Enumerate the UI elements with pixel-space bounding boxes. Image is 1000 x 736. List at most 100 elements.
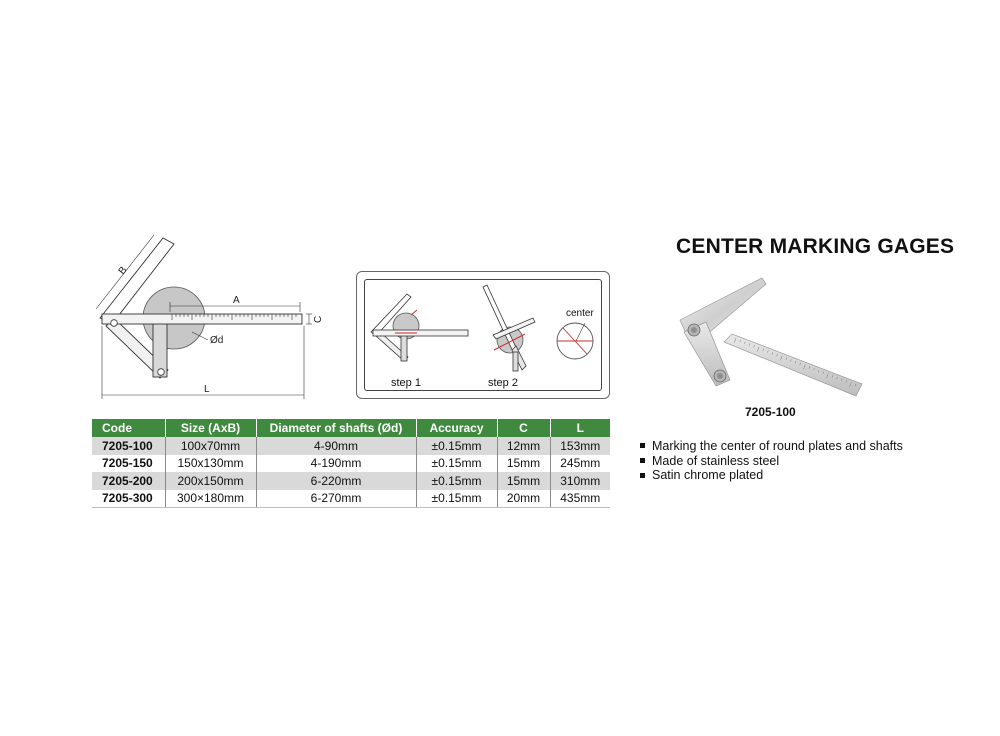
- step2-label: step 2: [488, 377, 518, 389]
- photo-ruler-tick: [762, 348, 764, 352]
- cell-code: 7205-200: [92, 472, 165, 490]
- photo-ruler-tick: [790, 359, 792, 362]
- cell-size: 300×180mm: [164, 489, 256, 508]
- photo-ruler-tick: [808, 366, 811, 369]
- photo-ruler-tick: [757, 346, 760, 352]
- dimension-drawing: B A C Ød L: [95, 234, 324, 399]
- photo-ruler-tick: [739, 339, 741, 343]
- label-l: L: [204, 384, 210, 395]
- photo-ruler-tick: [831, 375, 834, 378]
- photo-caption: 7205-100: [745, 405, 796, 419]
- feature-text: Marking the center of round plates and s…: [652, 439, 903, 453]
- photo-ruler-tick: [803, 364, 806, 370]
- photo-ruler-tick: [849, 382, 852, 387]
- photo-ruler-tick: [822, 371, 824, 375]
- col-header: Size (AxB): [164, 419, 256, 437]
- cell-c: 12mm: [496, 437, 550, 455]
- photo-pivot-core: [691, 327, 697, 333]
- usage-steps-panel: step 1 step 2 center: [356, 271, 610, 399]
- photo-ruler-tick: [845, 380, 848, 383]
- col-header: L: [549, 419, 610, 437]
- cell-c: 20mm: [496, 489, 550, 508]
- cell-diameter: 4-90mm: [255, 437, 416, 455]
- photo-ruler-tick: [794, 360, 797, 364]
- table-row: 7205-100 100x70mm 4-90mm ±0.15mm 12mm 15…: [92, 437, 610, 455]
- cell-size: 200x150mm: [164, 472, 256, 490]
- photo-ruler-tick: [780, 355, 783, 361]
- col-header: C: [496, 419, 550, 437]
- col-header: Code: [92, 419, 165, 437]
- pivot-top: [110, 319, 118, 327]
- col-header: Accuracy: [415, 419, 497, 437]
- usage-steps-illustration: [370, 284, 594, 372]
- photo-ruler-tick: [854, 383, 857, 387]
- square-bullet-icon: [640, 472, 645, 478]
- cell-accuracy: ±0.15mm: [415, 472, 497, 490]
- photo-ruler-tick: [826, 373, 829, 379]
- step2-center-line: [493, 333, 526, 351]
- step1-label: step 1: [391, 377, 421, 389]
- table-header-row: Code Size (AxB) Diameter of shafts (Ød) …: [92, 419, 610, 437]
- cell-diameter: 6-270mm: [255, 489, 416, 508]
- spec-table: Code Size (AxB) Diameter of shafts (Ød) …: [92, 419, 610, 508]
- photo-ruler-tick: [813, 367, 815, 371]
- cell-accuracy: ±0.15mm: [415, 437, 497, 455]
- cell-l: 245mm: [549, 454, 610, 472]
- step1-ruler: [372, 329, 469, 337]
- pivot-bottom: [157, 368, 165, 376]
- center-label: center: [566, 308, 594, 319]
- photo-ruler-tick: [767, 350, 769, 353]
- label-d: Ød: [210, 335, 223, 346]
- feature-list: Marking the center of round plates and s…: [640, 439, 903, 483]
- col-header: Diameter of shafts (Ød): [255, 419, 416, 437]
- step2-blade: [492, 317, 536, 340]
- step1-mark: [410, 309, 418, 316]
- leader-line-d: [191, 331, 209, 341]
- cell-accuracy: ±0.15mm: [415, 489, 497, 508]
- step2-arm: [512, 351, 519, 372]
- table-row: 7205-200 200x150mm 6-220mm ±0.15mm 15mm …: [92, 472, 610, 490]
- feature-text: Made of stainless steel: [652, 453, 780, 468]
- photo-pivot-core: [717, 373, 723, 379]
- center-leader: [575, 322, 586, 342]
- label-c: C: [313, 316, 324, 323]
- list-item: Marking the center of round plates and s…: [640, 439, 903, 454]
- photo-ruler-tick: [836, 376, 838, 380]
- cell-size: 100x70mm: [164, 437, 256, 455]
- table-row: 7205-300 300×180mm 6-270mm ±0.15mm 20mm …: [92, 489, 610, 508]
- product-photo: [679, 277, 863, 397]
- square-bullet-icon: [640, 457, 645, 463]
- center-line-diag: [562, 327, 588, 355]
- cell-code: 7205-100: [92, 437, 165, 455]
- photo-ruler-tick: [744, 341, 746, 344]
- list-item: Made of stainless steel: [640, 454, 903, 469]
- photo-ruler-tick: [817, 369, 820, 373]
- photo-ruler-tick: [776, 353, 778, 357]
- label-a: A: [233, 295, 240, 306]
- photo-ruler-tick: [771, 352, 774, 355]
- cell-c: 15mm: [496, 454, 550, 472]
- photo-ruler-tick: [753, 344, 755, 348]
- label-b: B: [117, 265, 130, 277]
- photo-ruler-tick: [841, 378, 843, 382]
- cell-c: 15mm: [496, 472, 550, 490]
- feature-text: Satin chrome plated: [652, 468, 764, 483]
- cell-diameter: 4-190mm: [255, 454, 416, 472]
- table-row: 7205-150 150x130mm 4-190mm ±0.15mm 15mm …: [92, 454, 610, 472]
- photo-ruler: [723, 333, 863, 397]
- cell-diameter: 6-220mm: [255, 472, 416, 490]
- cell-accuracy: ±0.15mm: [415, 454, 497, 472]
- ruler-a: [101, 313, 303, 325]
- list-item: Satin chrome plated: [640, 468, 903, 483]
- cell-code: 7205-300: [92, 489, 165, 508]
- cell-code: 7205-150: [92, 454, 165, 472]
- dim-line-b: [95, 234, 155, 310]
- product-title: CENTER MARKING GAGES: [676, 235, 955, 258]
- step1-arm: [400, 332, 408, 362]
- cell-l: 310mm: [549, 472, 610, 490]
- photo-ruler-tick: [799, 362, 801, 366]
- photo-ruler-tick: [733, 337, 737, 343]
- cell-l: 435mm: [549, 489, 610, 508]
- cell-size: 150x130mm: [164, 454, 256, 472]
- square-bullet-icon: [640, 443, 645, 449]
